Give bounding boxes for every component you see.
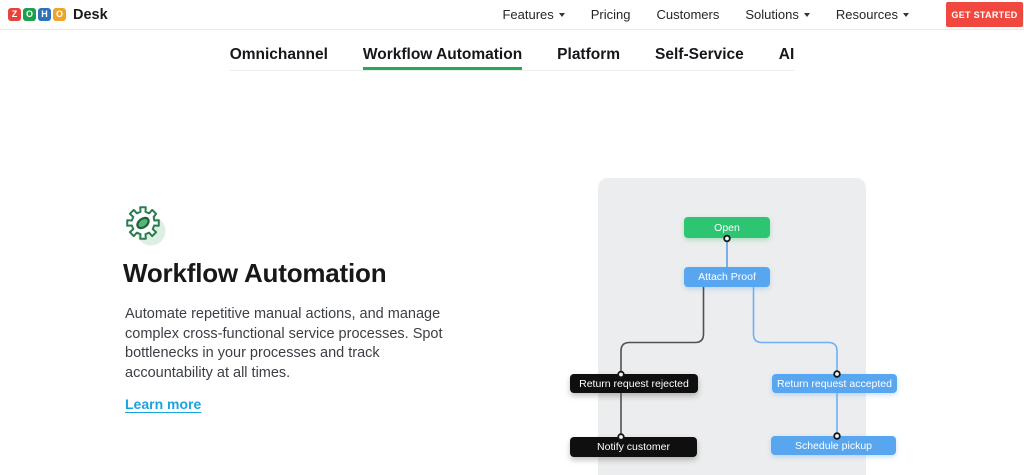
chevron-down-icon <box>903 13 909 17</box>
tab-platform[interactable]: Platform <box>557 46 621 63</box>
flow-node-attach-proof: Attach Proof <box>684 267 770 287</box>
tab-self-service[interactable]: Self-Service <box>655 46 744 63</box>
description-line: complex cross-functional service process… <box>125 325 443 342</box>
description-line: accountability at all times. <box>125 364 291 381</box>
logo-letter-o2: O <box>53 8 66 21</box>
logo-letter-z: Z <box>8 8 21 21</box>
description-line: Automate repetitive manual actions, and … <box>125 306 441 322</box>
flow-node-notify-customer: Notify customer <box>570 437 697 457</box>
workflow-automation-section: Workflow Automation Automate repetitive … <box>0 71 1024 475</box>
nav-item-solutions-label: Solutions <box>745 7 799 22</box>
logo-letter-o1: O <box>23 8 36 21</box>
nav-item-customers[interactable]: Customers <box>657 7 720 22</box>
zoho-logo-icon: Z O H O <box>8 8 66 21</box>
nav-item-customers-label: Customers <box>656 7 720 22</box>
tab-ai[interactable]: AI <box>778 46 795 63</box>
feature-description: Automate repetitive manual actions, and … <box>125 305 443 383</box>
get-started-button[interactable]: GET STARTED <box>946 2 1023 27</box>
nav-item-resources[interactable]: Resources <box>836 7 909 22</box>
flow-node-schedule-pickup: Schedule pickup <box>771 436 896 455</box>
chevron-down-icon <box>558 13 565 17</box>
nav-item-pricing[interactable]: Pricing <box>591 7 631 22</box>
flow-node-open: Open <box>684 217 770 238</box>
nav-item-resources-label: Resources <box>835 7 898 22</box>
logo-letter-h: H <box>38 8 51 21</box>
flow-node-return-request-rejected: Return request rejected <box>570 374 698 393</box>
nav-item-solutions[interactable]: Solutions <box>745 7 810 22</box>
zoho-desk-logo[interactable]: Z O H O Desk <box>8 7 108 23</box>
workflow-diagram: Open Attach Proof Return request rejecte… <box>560 178 910 475</box>
nav-item-pricing-label: Pricing <box>590 7 631 22</box>
tab-omnichannel[interactable]: Omnichannel <box>229 46 328 63</box>
nav-item-features-label: Features <box>502 7 554 22</box>
flow-node-return-request-accepted: Return request accepted <box>772 374 897 393</box>
description-line: bottlenecks in your processes and track <box>125 345 380 362</box>
feature-tabs-group: Omnichannel Workflow Automation Platform… <box>229 30 795 71</box>
feature-tabs-bar: Omnichannel Workflow Automation Platform… <box>0 30 1024 71</box>
top-nav-links: Features Pricing Customers Solutions Res… <box>502 2 1024 27</box>
product-name: Desk <box>73 6 108 23</box>
learn-more-link[interactable]: Learn more <box>125 396 202 412</box>
top-navbar: Z O H O Desk Features Pricing Customers … <box>0 0 1024 30</box>
tab-workflow-automation[interactable]: Workflow Automation <box>362 30 523 70</box>
nav-item-features[interactable]: Features <box>502 7 565 22</box>
gear-icon <box>120 202 172 255</box>
chevron-down-icon <box>803 13 810 17</box>
page-title: Workflow Automation <box>123 258 387 288</box>
